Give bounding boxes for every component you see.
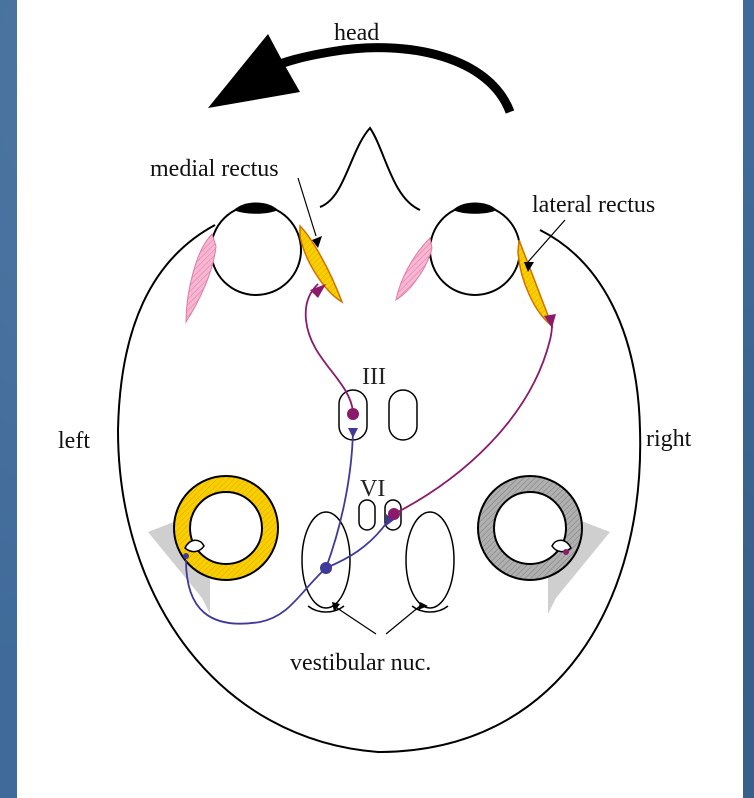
label-head: head — [334, 20, 379, 46]
left-canal — [148, 476, 278, 614]
vestibular-nuclei — [302, 512, 454, 612]
right-lateral-rectus — [518, 240, 552, 326]
left-lateral-rectus — [186, 234, 216, 322]
abducens-neuron — [388, 508, 400, 520]
nose-outline — [320, 128, 420, 210]
label-lateral-rectus: lateral rectus — [532, 192, 655, 218]
left-eye — [186, 203, 342, 323]
label-vestibular-nuc: vestibular nuc. — [290, 650, 431, 676]
label-nucleus-VI: VI — [360, 476, 385, 502]
label-medial-rectus: medial rectus — [150, 156, 279, 182]
right-canal — [478, 476, 610, 614]
right-medial-rectus — [396, 238, 432, 300]
vestibular-neuron — [320, 562, 332, 574]
purple-arrowhead-medial — [310, 284, 326, 298]
label-right: right — [646, 426, 692, 452]
label-nucleus-III: III — [362, 364, 386, 390]
oculomotor-neuron — [347, 408, 359, 420]
label-left: left — [58, 428, 90, 454]
